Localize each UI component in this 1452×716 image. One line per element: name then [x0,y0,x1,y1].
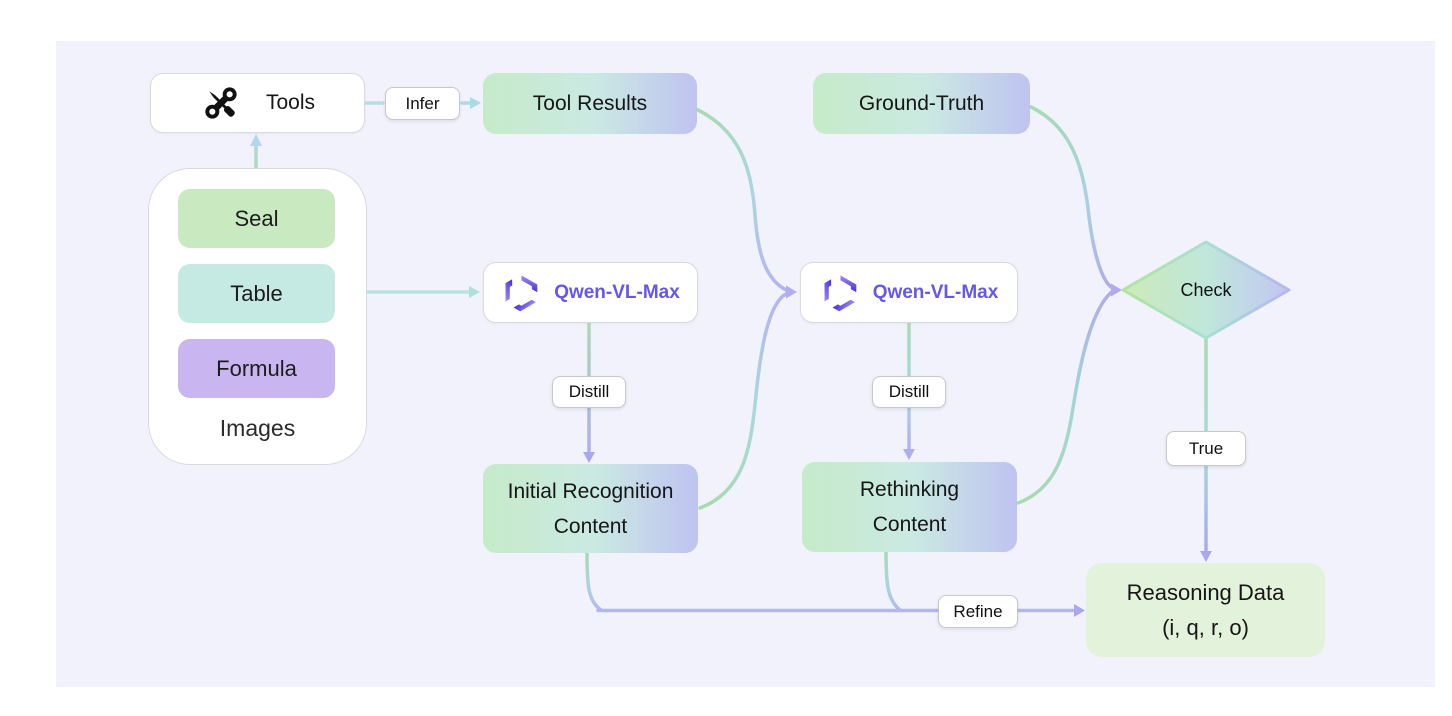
tools-label: Tools [265,91,316,114]
distill-primary-label: Distill [568,382,610,401]
seal-label: Seal [234,205,279,231]
node-qwen-rethink: Qwen-VL-Max [800,262,1018,323]
infer-label: Infer [405,93,440,113]
edge-label-distill-rethink: Distill [872,376,946,408]
reasoning-data-line2: (i, q, r, o) [1162,615,1249,640]
qwen-logo-icon [501,273,541,313]
table-label: Table [230,280,283,306]
node-reasoning-data: Reasoning Data (i, q, r, o) [1086,563,1325,657]
true-label: True [1188,438,1224,458]
node-table: Table [178,264,335,323]
edge-label-infer: Infer [385,87,460,120]
qwen-rethink-label: Qwen-VL-Max [872,281,999,303]
qwen-primary-label: Qwen-VL-Max [554,281,680,303]
node-rethinking: Rethinking Content [802,462,1017,552]
node-tool-results: Tool Results [483,73,697,134]
qwen-logo-icon [820,273,860,313]
check-diamond-label: Check [1180,279,1232,300]
node-formula: Formula [178,339,335,398]
node-ground-truth: Ground-Truth [813,73,1030,134]
initial-recognition-line2: Content [553,514,628,538]
reasoning-data-line1: Reasoning Data [1126,580,1285,605]
images-group-caption: Images [219,415,296,441]
node-images-group: Seal Table Formula Images [148,168,367,465]
refine-label: Refine [953,601,1003,621]
node-initial-recognition: Initial Recognition Content [483,464,698,553]
distill-rethink-label: Distill [888,382,930,401]
node-tools: Tools [150,73,365,133]
formula-label: Formula [216,355,297,381]
edge-label-true: True [1166,431,1246,466]
rethinking-line2: Content [872,513,947,536]
node-qwen-primary: Qwen-VL-Max [483,262,698,323]
edge-label-refine: Refine [938,595,1018,628]
edge-label-distill-primary: Distill [552,376,626,408]
node-seal: Seal [178,189,335,248]
initial-recognition-line1: Initial Recognition [507,479,674,503]
tool-results-label: Tool Results [532,91,648,115]
rethinking-line1: Rethinking [859,478,960,501]
wrench-screwdriver-icon [200,82,242,124]
ground-truth-label: Ground-Truth [858,91,985,115]
